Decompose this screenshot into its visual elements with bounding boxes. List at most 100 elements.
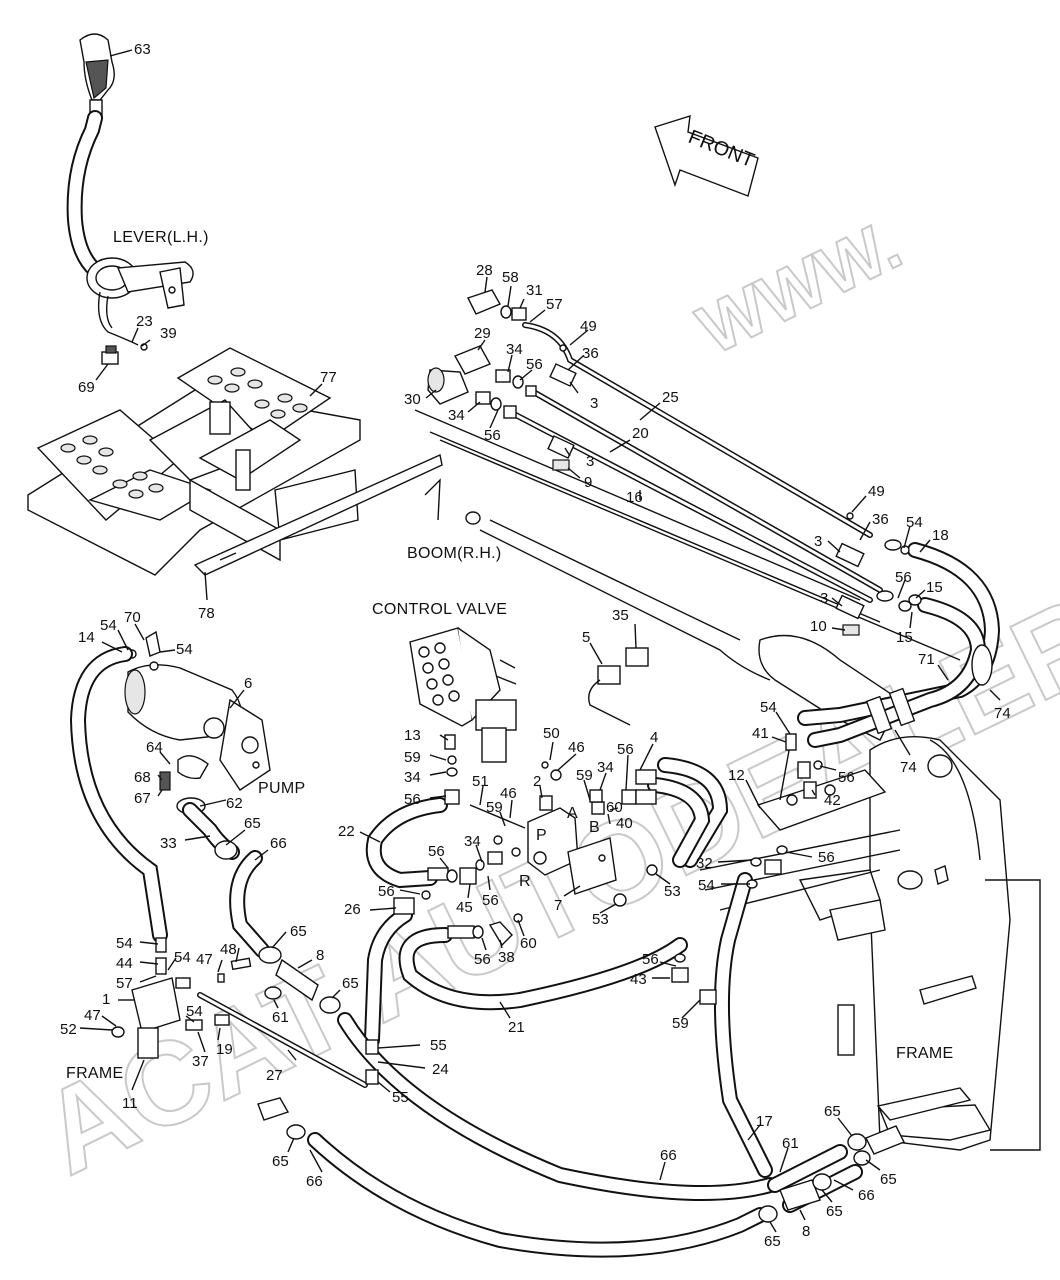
right-frame: [699, 735, 1041, 1151]
pump-assembly: [124, 630, 271, 815]
callout-16: 16: [626, 489, 643, 506]
callout-28: 28: [476, 262, 493, 279]
callout-1: 1: [102, 991, 110, 1008]
callout-50: 50: [543, 725, 560, 742]
callout-45: 45: [456, 899, 473, 916]
callout-3-c: 3: [814, 533, 822, 550]
callout-49-lower: 49: [868, 483, 885, 500]
callout-34-upper-a: 34: [506, 341, 523, 358]
callout-36-upper: 36: [582, 345, 599, 362]
control-valve-body: [409, 627, 517, 763]
callout-52: 52: [60, 1021, 77, 1038]
valve-block-2: [469, 761, 658, 907]
callout-46-a: 46: [568, 739, 585, 756]
callout-19: 19: [216, 1041, 233, 1058]
callout-46-b: 46: [500, 785, 517, 802]
callout-60-a: 60: [606, 799, 623, 816]
callout-47-a: 47: [196, 951, 213, 968]
watermark-www: WWW.: [686, 205, 912, 369]
callout-56-upper-b: 56: [484, 427, 501, 444]
callout-39: 39: [160, 325, 177, 342]
callout-56-mid-a: 56: [404, 791, 421, 808]
callout-66-pump: 66: [270, 835, 287, 852]
callout-63: 63: [134, 41, 151, 58]
callout-38: 38: [498, 949, 515, 966]
callout-68: 68: [134, 769, 151, 786]
callout-3-a: 3: [590, 395, 598, 412]
joystick-lever-assembly: [66, 33, 194, 365]
callout-59-a: 59: [404, 749, 421, 766]
callout-55-a: 55: [430, 1037, 447, 1054]
callout-59-d: 59: [672, 1015, 689, 1032]
callout-61-a: 61: [272, 1009, 289, 1026]
callout-66-left-bottom: 66: [306, 1173, 323, 1190]
callout-34-mid-b: 34: [597, 759, 614, 776]
callout-18: 18: [932, 527, 949, 544]
callout-26: 26: [344, 901, 361, 918]
callout-22: 22: [338, 823, 355, 840]
callout-40: 40: [616, 815, 633, 832]
callout-61-b: 61: [782, 1135, 799, 1152]
pedal-platform-assembly: [27, 347, 443, 576]
front-direction-arrow: FRONT: [654, 115, 759, 197]
hoses-right: [797, 542, 1001, 748]
callout-42: 42: [824, 792, 841, 809]
callout-74-b: 74: [900, 759, 917, 776]
frame-tag-right: FRAME: [896, 1045, 954, 1062]
callout-3-b: 3: [586, 453, 594, 470]
callout-65-right-b: 65: [880, 1171, 897, 1188]
callout-56-manifold: 56: [838, 769, 855, 786]
boom-tag: BOOM(R.H.): [407, 545, 502, 562]
callout-65-right-c: 65: [826, 1203, 843, 1220]
callout-5: 5: [582, 629, 590, 646]
callout-54-manifold: 54: [760, 699, 777, 716]
frame-tag-left: FRAME: [66, 1065, 124, 1082]
callout-34-upper-b: 34: [448, 407, 465, 424]
callout-71: 71: [918, 651, 935, 668]
callout-54-left-c: 54: [186, 1003, 203, 1020]
pedal-holes: [60, 367, 308, 499]
callout-65-left-b: 65: [342, 975, 359, 992]
callout-numbers: 63 23 39 69 77 78 28 58 31 57 49 36 29 3…: [60, 41, 1011, 1250]
callout-3-d: 3: [820, 590, 828, 607]
callout-17: 17: [756, 1113, 773, 1130]
callout-8-a: 8: [316, 947, 324, 964]
callout-15-a: 15: [926, 579, 943, 596]
callout-56-mid-b: 56: [617, 741, 634, 758]
callout-65-bottom-left: 65: [272, 1153, 289, 1170]
callout-44: 44: [116, 955, 133, 972]
callout-7: 7: [554, 897, 562, 914]
port-b-tag: B: [589, 819, 600, 836]
callout-60-b: 60: [520, 935, 537, 952]
callout-57-upper: 57: [546, 296, 563, 313]
center-fittings: [365, 755, 603, 1085]
leader-lines: [79, 49, 1001, 1233]
callout-37: 37: [192, 1053, 209, 1070]
callout-14: 14: [78, 629, 95, 646]
callout-56-lower: 56: [642, 951, 659, 968]
callout-43: 43: [630, 971, 647, 988]
callout-65-pump: 65: [244, 815, 261, 832]
callout-54-pump-b: 54: [176, 641, 193, 658]
callout-54-left-b: 54: [174, 949, 191, 966]
callout-29: 29: [474, 325, 491, 342]
callout-65-right-a: 65: [824, 1103, 841, 1120]
callout-54-left-a: 54: [116, 935, 133, 952]
callout-56-center-a: 56: [428, 843, 445, 860]
callout-12: 12: [728, 767, 745, 784]
callout-78: 78: [198, 605, 215, 622]
callout-6: 6: [244, 675, 252, 692]
callout-77: 77: [320, 369, 337, 386]
callout-32: 32: [696, 855, 713, 872]
callout-34-mid-a: 34: [404, 769, 421, 786]
steel-tubes: [507, 322, 883, 636]
callout-25: 25: [662, 389, 679, 406]
callout-74-a: 74: [994, 705, 1011, 722]
callout-53-b: 53: [592, 911, 609, 928]
callout-59-b: 59: [576, 767, 593, 784]
callout-8-b: 8: [802, 1223, 810, 1240]
callout-57-lower: 57: [116, 975, 133, 992]
callout-65-bottom-a: 65: [764, 1233, 781, 1250]
callout-56-center-c: 56: [482, 892, 499, 909]
callout-54-pump-a: 54: [100, 617, 117, 634]
